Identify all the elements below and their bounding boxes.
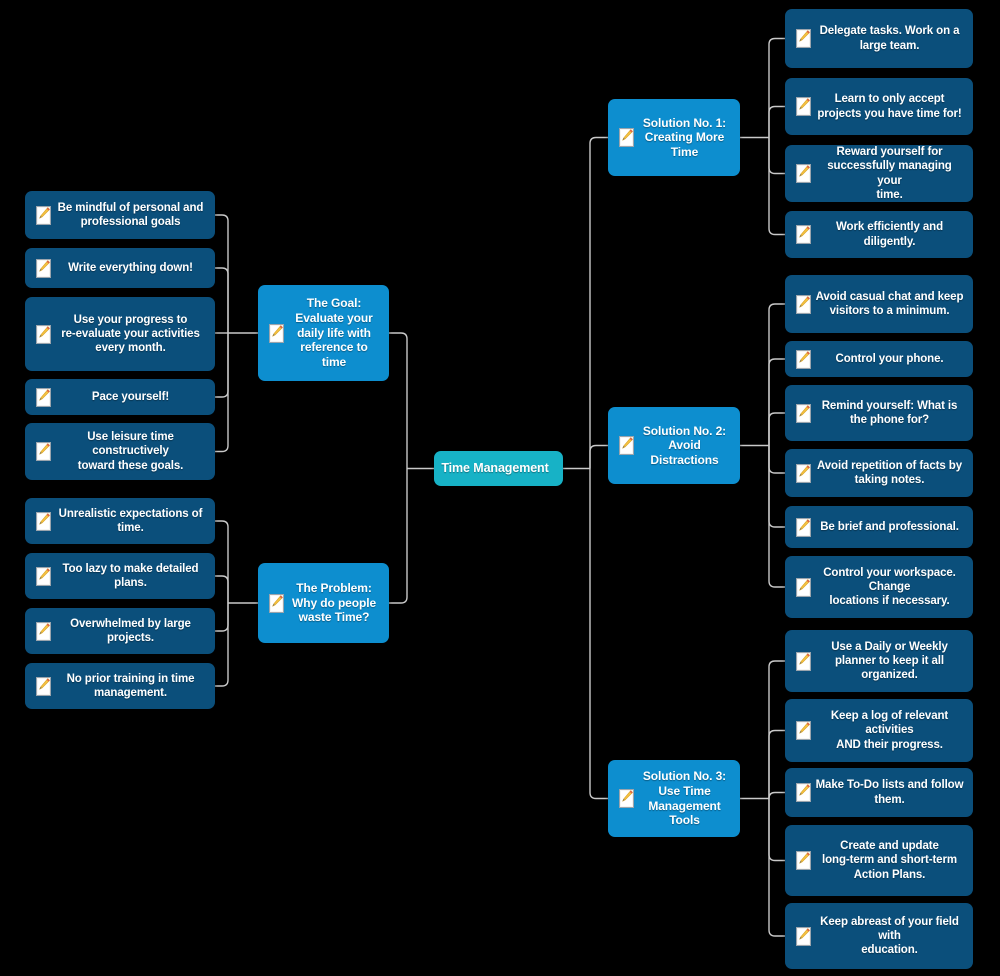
node-label: Use a Daily or Weekly planner to keep it… (831, 640, 948, 681)
node-label: Use your progress to re-evaluate your ac… (61, 313, 200, 354)
leaf-node-solution3-5[interactable]: Keep abreast of your field with educatio… (785, 903, 973, 969)
leaf-node-solution2-5[interactable]: Be brief and professional. (785, 506, 973, 548)
note-pencil-icon (796, 517, 811, 537)
branch-node-solution2[interactable]: Solution No. 2: Avoid Distractions (608, 407, 740, 484)
node-label: Learn to only accept projects you have t… (817, 93, 962, 120)
leaf-node-solution1-2[interactable]: Learn to only accept projects you have t… (785, 78, 973, 135)
node-label: Solution No. 3: Use Time Management Tool… (642, 769, 727, 828)
node-label: Reward yourself for successfully managin… (827, 146, 952, 201)
note-pencil-icon (796, 29, 811, 48)
branch-node-solution1[interactable]: Solution No. 1: Creating More Time (608, 99, 740, 176)
node-label: Time Management (441, 460, 549, 475)
branch-node-goal[interactable]: The Goal: Evaluate your daily life with … (258, 285, 389, 381)
node-label: Too lazy to make detailed plans. (62, 562, 199, 589)
node-label: The Goal: Evaluate your daily life with … (295, 296, 373, 369)
leaf-node-solution2-4[interactable]: Avoid repetition of facts by taking note… (785, 449, 973, 497)
branch-node-solution3[interactable]: Solution No. 3: Use Time Management Tool… (608, 760, 740, 837)
note-pencil-icon (36, 621, 51, 641)
root-node-time-management[interactable]: Time Management (434, 451, 563, 486)
note-pencil-icon (619, 436, 634, 455)
note-pencil-icon (36, 387, 51, 407)
note-pencil-icon (36, 205, 51, 225)
node-label: Keep a log of relevant activities AND th… (830, 710, 949, 751)
note-pencil-icon (796, 349, 811, 369)
leaf-node-problem-1[interactable]: Unrealistic expectations of time. (25, 498, 215, 544)
node-label: Be brief and professional. (820, 520, 959, 533)
leaf-node-solution3-3[interactable]: Make To-Do lists and follow them. (785, 768, 973, 817)
node-label: Be mindful of personal and professional … (57, 201, 204, 228)
leaf-node-solution2-2[interactable]: Control your phone. (785, 341, 973, 377)
node-label: Solution No. 1: Creating More Time (642, 115, 727, 159)
note-pencil-icon (796, 783, 811, 802)
node-label: Control your phone. (835, 352, 944, 365)
node-label: Pace yourself! (91, 390, 170, 403)
leaf-node-solution1-1[interactable]: Delegate tasks. Work on a large team. (785, 9, 973, 68)
note-pencil-icon (796, 164, 811, 183)
note-pencil-icon (796, 577, 811, 597)
node-label: Unrealistic expectations of time. (58, 507, 203, 534)
leaf-node-solution3-2[interactable]: Keep a log of relevant activities AND th… (785, 699, 973, 762)
note-pencil-icon (36, 511, 51, 531)
leaf-node-solution1-3[interactable]: Reward yourself for successfully managin… (785, 145, 973, 202)
leaf-node-solution2-6[interactable]: Control your workspace. Change locations… (785, 556, 973, 618)
note-pencil-icon (796, 403, 811, 423)
note-pencil-icon (796, 294, 811, 314)
note-pencil-icon (36, 258, 51, 278)
node-label: Write everything down! (68, 261, 193, 274)
leaf-node-goal-1[interactable]: Be mindful of personal and professional … (25, 191, 215, 239)
node-label: Make To-Do lists and follow them. (815, 779, 964, 806)
note-pencil-icon (36, 442, 51, 461)
leaf-node-problem-2[interactable]: Too lazy to make detailed plans. (25, 553, 215, 599)
node-label: Delegate tasks. Work on a large team. (819, 25, 960, 52)
leaf-node-goal-3[interactable]: Use your progress to re-evaluate your ac… (25, 297, 215, 371)
note-pencil-icon (619, 128, 634, 147)
note-pencil-icon (796, 651, 811, 671)
node-label: Use leisure time constructively toward t… (77, 431, 184, 472)
note-pencil-icon (619, 789, 634, 808)
note-pencil-icon (269, 323, 284, 343)
note-pencil-icon (796, 463, 811, 483)
note-pencil-icon (796, 225, 811, 244)
leaf-node-goal-5[interactable]: Use leisure time constructively toward t… (25, 423, 215, 480)
leaf-node-solution2-1[interactable]: Avoid casual chat and keep visitors to a… (785, 275, 973, 333)
note-pencil-icon (796, 97, 811, 116)
node-label: The Problem: Why do people waste Time? (291, 581, 377, 625)
node-label: Control your workspace. Change locations… (823, 566, 956, 607)
node-label: Keep abreast of your field with educatio… (820, 915, 959, 956)
leaf-node-solution3-4[interactable]: Create and update long-term and short-te… (785, 825, 973, 896)
leaf-node-problem-4[interactable]: No prior training in time management. (25, 663, 215, 709)
note-pencil-icon (269, 593, 284, 613)
note-pencil-icon (36, 566, 51, 586)
node-label: Work efficiently and diligently. (835, 221, 944, 248)
node-label: Avoid repetition of facts by taking note… (816, 459, 962, 486)
node-label: Avoid casual chat and keep visitors to a… (815, 290, 964, 317)
node-label: No prior training in time management. (66, 672, 195, 699)
branch-node-problem[interactable]: The Problem: Why do people waste Time? (258, 563, 389, 643)
leaf-node-goal-4[interactable]: Pace yourself! (25, 379, 215, 415)
note-pencil-icon (796, 926, 811, 946)
node-label: Remind yourself: What is the phone for? (821, 399, 958, 426)
leaf-node-solution1-4[interactable]: Work efficiently and diligently. (785, 211, 973, 258)
leaf-node-problem-3[interactable]: Overwhelmed by large projects. (25, 608, 215, 654)
node-label: Overwhelmed by large projects. (70, 617, 191, 644)
leaf-node-goal-2[interactable]: Write everything down! (25, 248, 215, 288)
note-pencil-icon (36, 676, 51, 696)
node-label: Solution No. 2: Avoid Distractions (642, 423, 727, 467)
leaf-node-solution2-3[interactable]: Remind yourself: What is the phone for? (785, 385, 973, 441)
note-pencil-icon (796, 851, 811, 870)
note-pencil-icon (796, 721, 811, 740)
leaf-node-solution3-1[interactable]: Use a Daily or Weekly planner to keep it… (785, 630, 973, 692)
note-pencil-icon (36, 324, 51, 344)
node-label: Create and update long-term and short-te… (822, 840, 957, 881)
